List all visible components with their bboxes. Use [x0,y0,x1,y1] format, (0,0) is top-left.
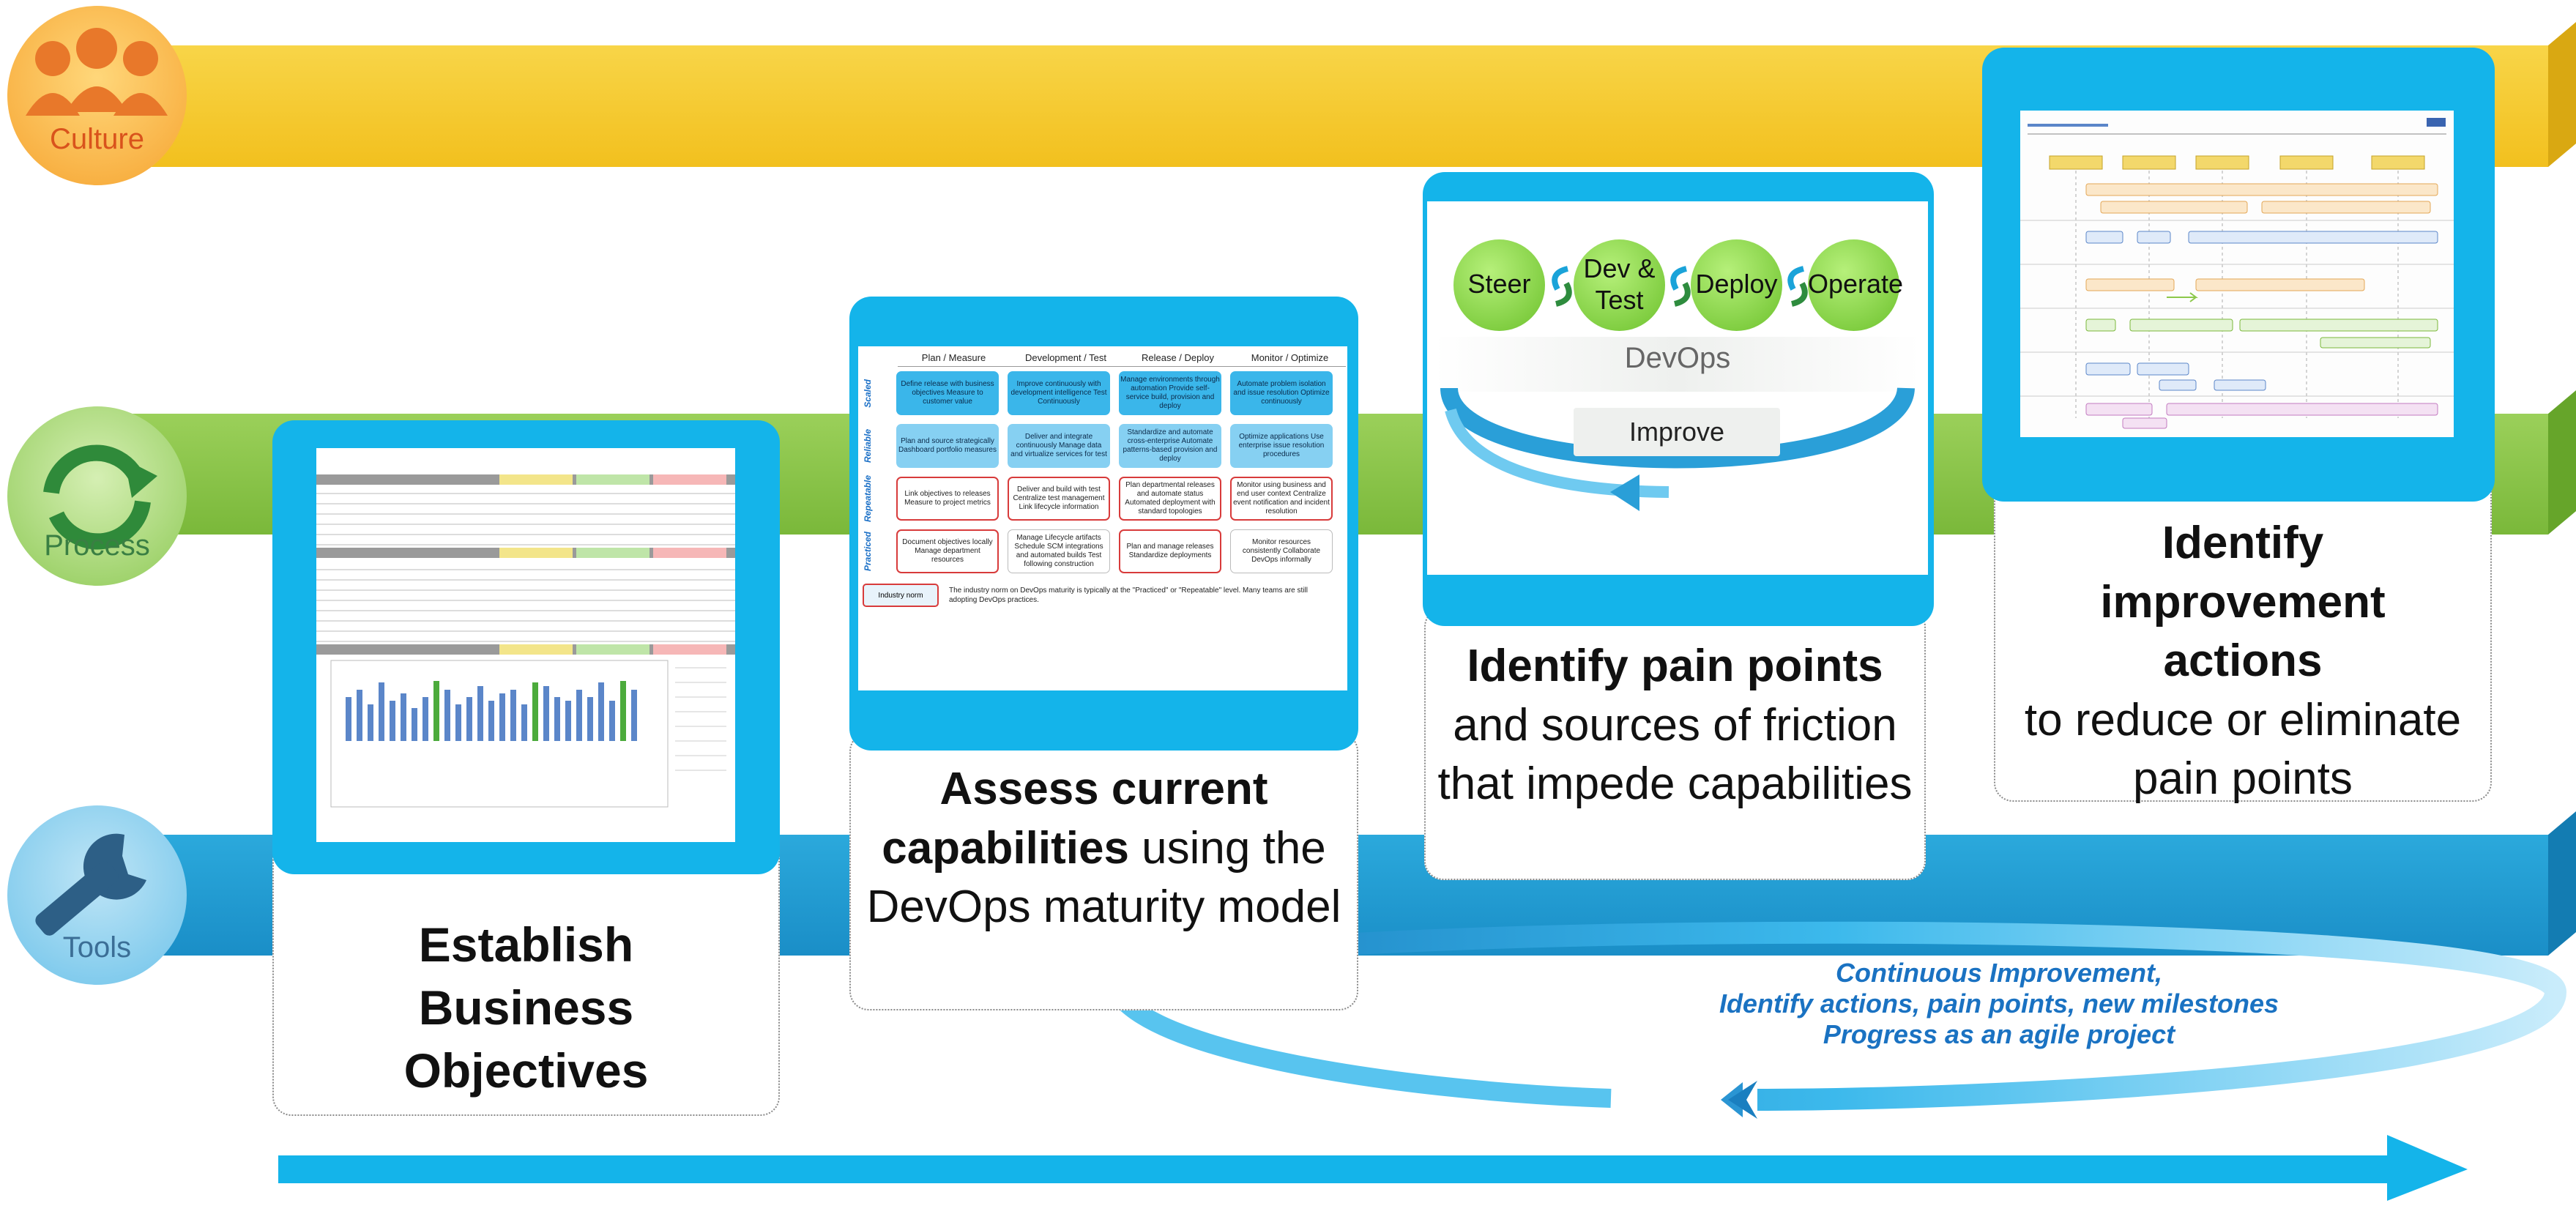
maturity-cell: Document objectives locally Manage depar… [896,529,999,573]
devops-title: DevOps [1624,342,1731,374]
maturity-cell: Plan and source strategically Dashboard … [896,424,999,468]
step-1-bold: Establish Business Objectives [403,917,649,1098]
step-4-text: Identify improvement actions to reduce o… [1994,469,2492,805]
maturity-cell: Monitor resources consistently Collabora… [1230,529,1333,573]
maturity-row-repeatable: Repeatable Link objectives to releases M… [863,472,1346,525]
maturity-cell: Deliver and integrate continuously Manag… [1008,424,1110,468]
loop-arrow-icon [1787,266,1808,307]
maturity-col-monitor: Monitor / Optimize [1234,352,1346,367]
maturity-col-plan: Plan / Measure [898,352,1010,367]
maturity-row-reliable: Reliable Plan and source strategically D… [863,420,1346,472]
maturity-legend: Industry norm The industry norm on DevOp… [863,584,1346,607]
maturity-cell: Improve continuously with development in… [1008,371,1110,415]
level-label: Repeatable [863,474,873,523]
maturity-cell: Plan and manage releases Standardize dep… [1119,529,1221,573]
roadmap-thumbnail [2020,111,2454,437]
spreadsheet-image [316,448,735,842]
maturity-cell: Monitor using business and end user cont… [1230,477,1333,521]
phase-operate: Operate [1808,269,1904,299]
level-label: Practiced [863,531,873,572]
spreadsheet-thumbnail [316,448,735,842]
maturity-table: Plan / Measure Development / Test Releas… [863,352,1346,607]
maturity-cell: Plan departmental releases and automate … [1119,477,1221,521]
step-4-rest: to reduce or eliminate pain points [2024,694,2462,805]
step-1-frame [272,420,780,874]
continuous-improvement-line-3: Progress as an agile project [1823,1019,2175,1049]
maturity-cell: Deliver and build with test Centralize t… [1008,477,1110,521]
phase-circle [1453,239,1545,331]
industry-norm-key: Industry norm [863,584,939,607]
phase-circle [1808,239,1899,331]
maturity-row-practiced: Practiced Document objectives locally Ma… [863,525,1346,578]
culture-band-end [2548,21,2576,167]
maturity-cell: Manage environments through automation P… [1119,371,1221,415]
improve-label: Improve [1574,408,1780,456]
wrench-icon [35,833,146,936]
maturity-cell: Define release with business objectives … [896,371,999,415]
tools-lane-icon: Tools [7,805,187,985]
step-4-frame [1982,48,2495,502]
loop-arrow-icon [1552,266,1572,307]
devops-bar [1434,337,1921,392]
process-lane-icon: Process [7,406,187,586]
phase-steer: Steer [1467,269,1531,299]
culture-label: Culture [50,123,144,155]
loop-arrow-icon [1670,266,1691,307]
cycle-arrows-icon [43,444,157,550]
maturity-cell: Automate problem isolation and issue res… [1230,371,1333,415]
maturity-cell: Standardize and automate cross-enterpris… [1119,424,1221,468]
continuous-improvement-line-2: Identify actions, pain points, new miles… [1719,988,2279,1019]
step-2-bold: Assess current capabilities [882,764,1268,874]
continuous-improvement-line-1: Continuous Improvement, [1835,958,2162,988]
improve-loop-arrow [1440,387,1915,511]
level-label: Scaled [863,379,873,408]
maturity-row-scaled: Scaled Define release with business obje… [863,367,1346,420]
level-label: Reliable [863,428,873,463]
culture-lane-icon: Culture [7,6,187,185]
step-2-rest: using the DevOps maturity model [866,822,1341,933]
phase-deploy: Deploy [1695,269,1778,299]
process-band-end [2548,389,2576,535]
process-label: Process [44,529,150,562]
step-3-bold: Identify pain points [1467,641,1883,691]
devops-loop-thumbnail: Steer Dev & Test Deploy Operate DevOps I… [1427,201,1928,575]
step-4-bold: Identify improvement actions [2100,518,2386,687]
step-3-frame: Steer Dev & Test Deploy Operate DevOps I… [1423,172,1934,626]
step-2-frame: Plan / Measure Development / Test Releas… [849,297,1358,751]
phase-dev-test: Dev & Test [1583,253,1656,316]
maturity-col-release: Release / Deploy [1122,352,1234,367]
step-3-rest: and sources of friction that impede capa… [1437,699,1913,810]
people-icon [26,28,168,116]
maturity-cell: Optimize applications Use enterprise iss… [1230,424,1333,468]
maturity-note: The industry norm on DevOps maturity is … [949,586,1308,604]
maturity-cell: Manage Lifecycle artifacts Schedule SCM … [1008,529,1110,573]
progress-arrow [278,1135,2468,1201]
step-3-text: Identify pain points and sources of fric… [1424,608,1926,880]
step-2-text: Assess current capabilities using the De… [849,732,1358,1010]
maturity-header: Plan / Measure Development / Test Releas… [898,352,1346,367]
roadmap-image [2020,111,2454,437]
maturity-cell: Link objectives to releases Measure to p… [896,477,999,521]
maturity-col-dev: Development / Test [1010,352,1122,367]
maturity-model-thumbnail: Plan / Measure Development / Test Releas… [858,346,1347,690]
phase-circle [1691,239,1782,331]
phase-circle [1574,239,1665,331]
step-1-text: Establish Business Objectives [272,842,780,1116]
tools-label: Tools [62,931,132,964]
